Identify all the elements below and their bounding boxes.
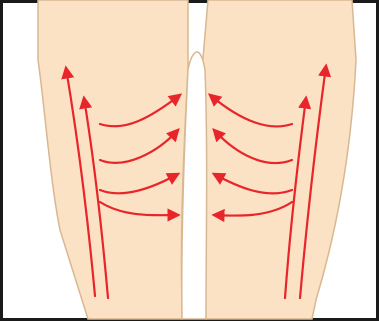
left-thigh-shape [38,0,188,319]
legs-illustration [38,0,356,319]
right-thigh-shape [202,0,356,319]
